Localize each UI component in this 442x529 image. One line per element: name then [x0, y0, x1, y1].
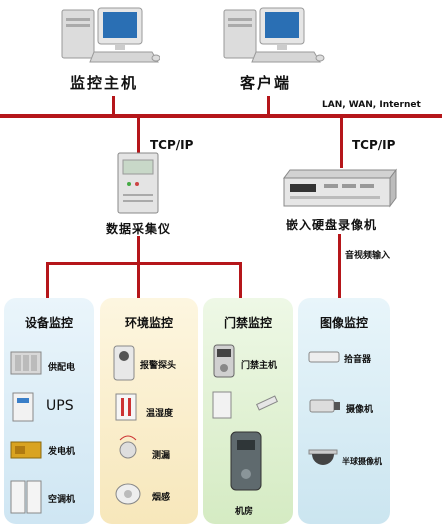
environment-panel: 环境监控 报警探头 温湿度 测漏 烟感	[100, 298, 198, 524]
image-panel: 图像监控 拾音器 摄像机 半球摄像机	[298, 298, 390, 524]
dvr-device-icon	[280, 168, 400, 210]
equipment-item-generator: 发电机	[48, 447, 76, 457]
client-computer-icon	[222, 6, 332, 68]
image-item-dome: 半球摄像机	[342, 457, 382, 466]
image-item-camera: 摄像机	[346, 405, 374, 415]
access-controller-icon	[213, 344, 235, 378]
dvr-label: 嵌入硬盘录像机	[286, 218, 378, 232]
collector-label: 数据采集仪	[106, 222, 172, 236]
smoke-detector-icon	[114, 480, 142, 506]
network-bus-line	[0, 114, 442, 118]
access-panel-title: 门禁监控	[223, 316, 272, 330]
card-reader-icon	[211, 390, 281, 420]
equipment-item-power: 供配电	[48, 363, 76, 373]
card-reader-large-icon	[229, 430, 263, 492]
monitor-host-computer-icon	[60, 6, 160, 68]
image-panel-title: 图像监控	[319, 316, 368, 330]
microphone-pickup-icon	[308, 348, 340, 366]
thermometer-icon	[114, 392, 138, 422]
access-panel: 门禁监控 门禁主机 机房	[203, 298, 293, 524]
collector-drop	[137, 118, 140, 154]
client-label: 客户端	[240, 74, 292, 92]
bus-label: LAN, WAN, Internet	[322, 100, 421, 110]
environment-drop	[137, 262, 140, 298]
video-input-line	[338, 234, 341, 298]
distribution-bar	[46, 262, 242, 265]
dvr-drop	[340, 118, 343, 168]
equipment-item-ups: UPS	[46, 398, 74, 414]
environment-item-smoke: 烟感	[152, 493, 171, 503]
leak-sensor-icon	[116, 434, 140, 462]
tcp-right-label: TCP/IP	[352, 138, 396, 152]
data-collector-device-icon	[117, 152, 159, 214]
camera-icon	[308, 396, 342, 416]
environment-item-alarm: 报警探头	[140, 361, 177, 371]
image-item-mic: 拾音器	[344, 355, 372, 365]
equipment-panel-title: 设备监控	[24, 316, 73, 330]
monitor-host-label: 监控主机	[70, 74, 139, 92]
air-conditioner-icon	[10, 480, 42, 514]
dome-camera-icon	[308, 448, 338, 470]
collector-down-line	[137, 236, 140, 262]
monitor-host-drop	[112, 96, 115, 114]
equipment-panel: 设备监控 供配电 UPS 发电机 空调机	[4, 298, 94, 524]
generator-icon	[10, 438, 42, 460]
video-input-label: 音视频输入	[345, 251, 391, 261]
alarm-detector-icon	[112, 344, 136, 382]
tcp-left-label: TCP/IP	[150, 138, 194, 152]
environment-item-temp: 温湿度	[146, 409, 174, 419]
access-item-room: 机房	[235, 507, 254, 517]
equipment-drop	[46, 262, 49, 298]
power-cabinet-icon	[10, 350, 42, 376]
environment-panel-title: 环境监控	[124, 316, 173, 330]
client-drop	[267, 96, 270, 114]
environment-item-leak: 测漏	[152, 451, 171, 461]
equipment-item-ac: 空调机	[48, 495, 76, 505]
ups-icon	[12, 392, 34, 422]
access-drop	[239, 262, 242, 298]
access-item-controller: 门禁主机	[241, 361, 278, 371]
